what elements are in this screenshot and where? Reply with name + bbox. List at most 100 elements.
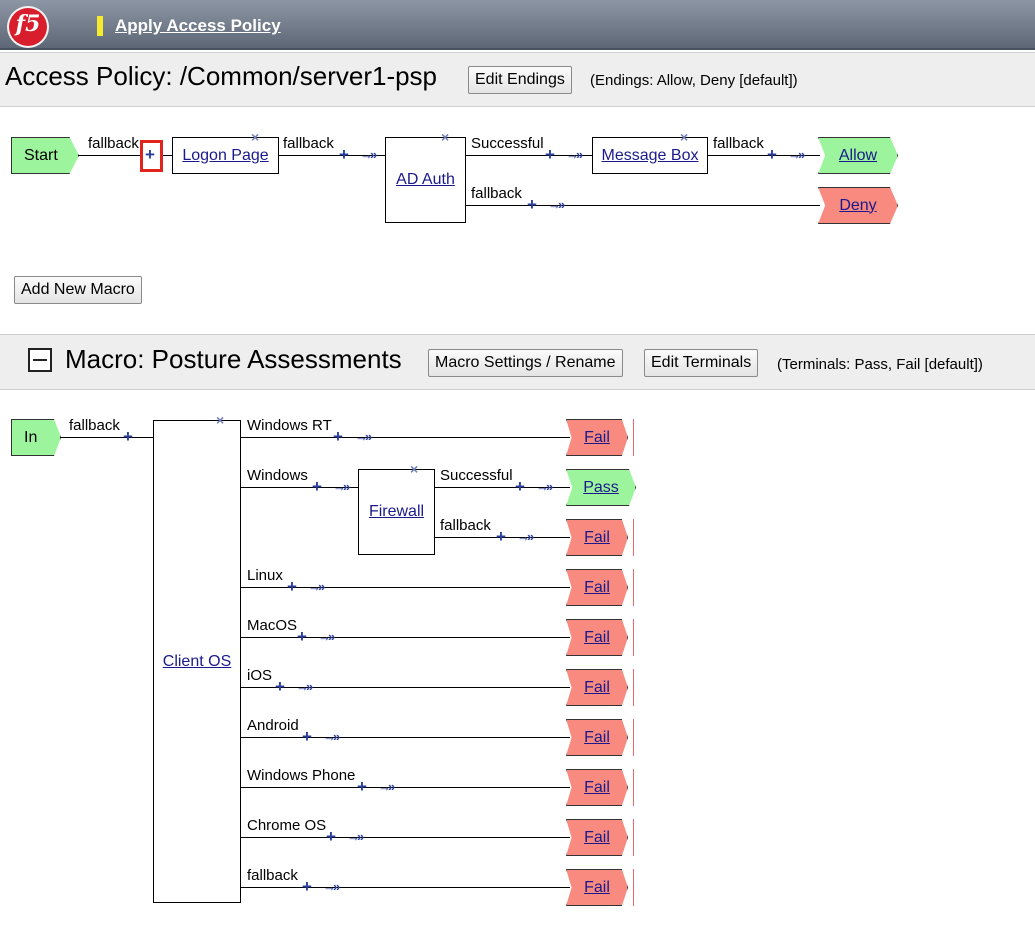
plus-icon[interactable]: + [326, 827, 336, 846]
edit-endings-button[interactable]: Edit Endings [468, 66, 572, 94]
plus-icon[interactable]: + [302, 727, 312, 746]
client-os-node: Client OS [153, 420, 241, 903]
minus-box-icon[interactable] [28, 348, 52, 372]
endings-note: (Endings: Allow, Deny [default]) [590, 72, 798, 89]
plus-icon[interactable]: + [123, 427, 133, 446]
branch-label-ios: iOS [247, 667, 273, 684]
branch-label-successful: Successful [471, 135, 544, 152]
fail-terminal: Fail [566, 819, 628, 856]
fail-link[interactable]: Fail [584, 578, 610, 596]
f5-logo: f5 [9, 8, 47, 46]
fail-link[interactable]: Fail [584, 528, 610, 546]
branch-label-fallback: fallback [471, 185, 522, 202]
double-arrow-icon[interactable]: →» [296, 679, 313, 694]
branch-label-fallback: fallback [713, 135, 764, 152]
fail-link[interactable]: Fail [584, 678, 610, 696]
logon-page-node: Logon Page [172, 137, 279, 174]
firewall-link[interactable]: Firewall [368, 503, 425, 520]
fail-link[interactable]: Fail [584, 828, 610, 846]
double-arrow-icon[interactable]: →» [548, 197, 565, 212]
branch-label-fallback: fallback [440, 517, 491, 534]
message-box-link[interactable]: Message Box [601, 146, 699, 164]
branch-label-successful: Successful [440, 467, 513, 484]
plus-icon[interactable]: + [145, 145, 155, 164]
macro-settings-button[interactable]: Macro Settings / Rename [428, 349, 623, 377]
plus-icon[interactable]: + [333, 427, 343, 446]
fail-terminal: Fail [566, 519, 628, 556]
add-new-macro-button[interactable]: Add New Macro [14, 276, 142, 304]
double-arrow-icon[interactable]: →» [318, 629, 335, 644]
fail-terminal: Fail [566, 769, 628, 806]
x-icon[interactable]: × [680, 129, 689, 145]
plus-icon[interactable]: + [275, 677, 285, 696]
branch-label-fallback: fallback [283, 135, 334, 152]
branch-label-fallback: fallback [88, 135, 139, 152]
double-arrow-icon[interactable]: →» [536, 479, 553, 494]
pass-link[interactable]: Pass [583, 478, 619, 496]
edit-terminals-button[interactable]: Edit Terminals [644, 349, 759, 377]
branch-label-chrome-os: Chrome OS [247, 817, 327, 834]
fail-link[interactable]: Fail [584, 728, 610, 746]
double-arrow-icon[interactable]: →» [788, 147, 805, 162]
deny-ending: Deny [818, 187, 898, 224]
fail-link[interactable]: Fail [584, 628, 610, 646]
fail-link[interactable]: Fail [584, 878, 610, 896]
x-icon[interactable]: × [441, 129, 450, 145]
plus-icon[interactable]: + [767, 145, 777, 164]
fail-terminal: Fail [566, 419, 628, 456]
pass-terminal: Pass [566, 469, 636, 506]
double-arrow-icon[interactable]: →» [323, 879, 340, 894]
deny-link[interactable]: Deny [839, 196, 877, 214]
fail-link[interactable]: Fail [584, 428, 610, 446]
top-bar: f5 Apply Access Policy [0, 0, 1035, 50]
branch-label-linux: Linux [247, 567, 283, 584]
branch-label-android: Android [247, 717, 299, 734]
fail-terminal: Fail [566, 669, 628, 706]
ad-auth-node: AD Auth [385, 137, 466, 223]
macro-title: Macro: Posture Assessments [65, 344, 402, 374]
fail-terminal: Fail [566, 869, 628, 906]
plus-icon[interactable]: + [527, 195, 537, 214]
ad-auth-link[interactable]: AD Auth [396, 171, 455, 188]
double-arrow-icon[interactable]: →» [308, 579, 325, 594]
double-arrow-icon[interactable]: →» [347, 829, 364, 844]
fail-terminal: Fail [566, 569, 628, 606]
plus-icon[interactable]: + [312, 477, 322, 496]
logon-page-link[interactable]: Logon Page [182, 146, 269, 164]
plus-icon[interactable]: + [496, 527, 506, 546]
fail-terminal: Fail [566, 719, 628, 756]
double-arrow-icon[interactable]: →» [323, 729, 340, 744]
terminals-note: (Terminals: Pass, Fail [default]) [777, 356, 983, 373]
plus-icon[interactable]: + [357, 777, 367, 796]
plus-icon[interactable]: + [297, 627, 307, 646]
plus-icon[interactable]: + [515, 477, 525, 496]
x-icon[interactable]: × [410, 461, 419, 477]
double-arrow-icon[interactable]: →» [360, 147, 377, 162]
double-arrow-icon[interactable]: →» [517, 529, 534, 544]
fail-terminal: Fail [566, 619, 628, 656]
branch-label-windows: Windows [247, 467, 308, 484]
allow-ending: Allow [818, 137, 898, 174]
firewall-node: Firewall [358, 469, 435, 555]
message-box-node: Message Box [592, 137, 708, 174]
branch-label-fallback: fallback [69, 417, 120, 434]
client-os-link[interactable]: Client OS [162, 652, 232, 670]
page-title: Access Policy: /Common/server1-psp [5, 61, 438, 91]
double-arrow-icon[interactable]: →» [333, 479, 350, 494]
allow-link[interactable]: Allow [838, 146, 878, 164]
double-arrow-icon[interactable]: →» [378, 779, 395, 794]
branch-label-fallback: fallback [247, 867, 298, 884]
x-icon[interactable]: × [216, 412, 225, 428]
plus-icon[interactable]: + [302, 877, 312, 896]
fail-link[interactable]: Fail [584, 778, 610, 796]
in-node: In [11, 419, 61, 456]
plus-icon[interactable]: + [339, 145, 349, 164]
apply-access-policy-link[interactable]: Apply Access Policy [115, 16, 281, 35]
branch-label-macos: MacOS [247, 617, 298, 634]
double-arrow-icon[interactable]: →» [566, 147, 583, 162]
x-icon[interactable]: × [251, 129, 260, 145]
plus-icon[interactable]: + [287, 577, 297, 596]
status-marker [97, 16, 103, 36]
double-arrow-icon[interactable]: →» [355, 429, 372, 444]
plus-icon[interactable]: + [545, 145, 555, 164]
